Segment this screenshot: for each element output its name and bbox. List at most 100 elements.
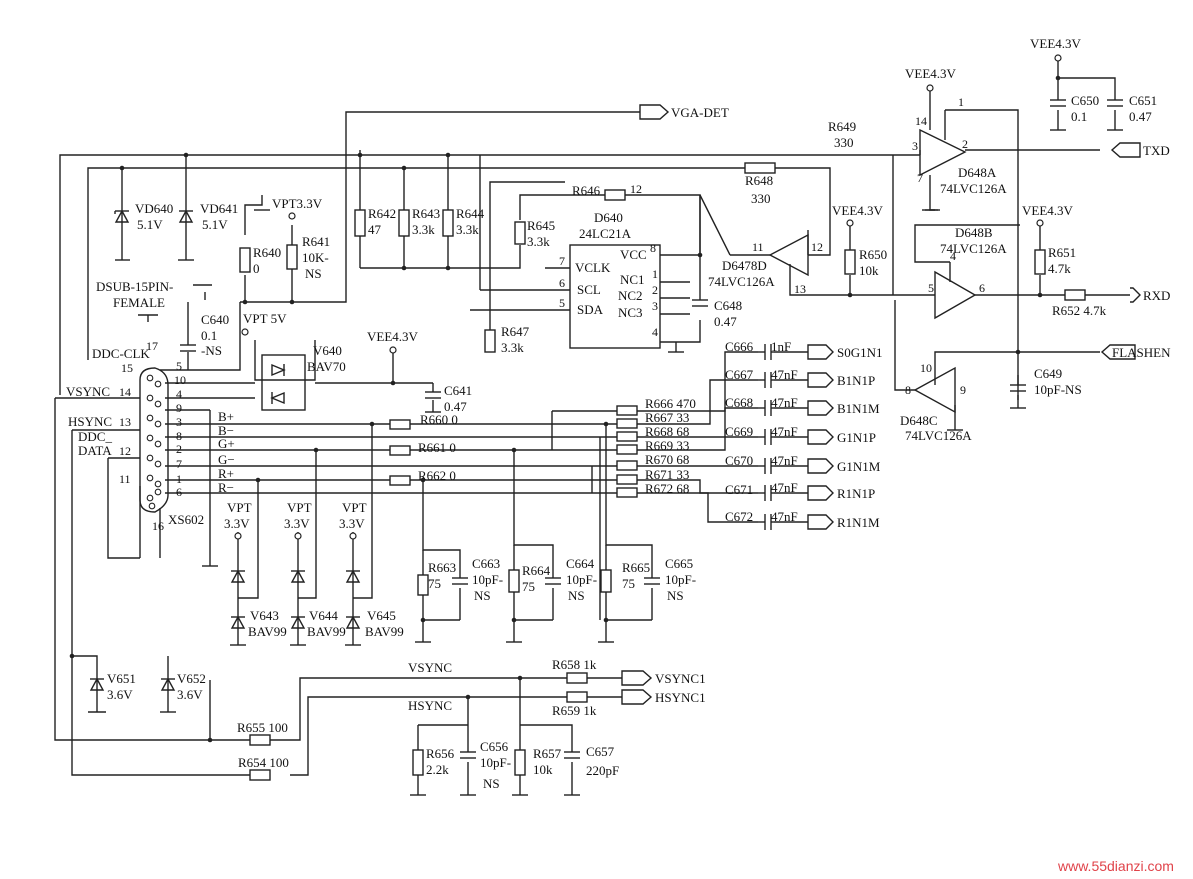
c668-ref: C668 <box>725 395 753 410</box>
r648-ref: R648 <box>745 173 773 188</box>
rail-vpt5: VPT 5V <box>243 311 287 326</box>
conn-pin-14: 14 <box>119 385 131 399</box>
conn-type-2: FEMALE <box>113 295 165 310</box>
conn-pin-12: 12 <box>119 444 131 458</box>
v651-val: 3.6V <box>107 687 133 702</box>
r641-val1: 10K- <box>302 250 329 265</box>
ground-symbols <box>230 129 1123 796</box>
d648c-pin8: 8 <box>905 383 911 397</box>
v645-ref: V645 <box>367 608 396 623</box>
buffer-gates <box>768 110 977 414</box>
d648d-ref: D6478D <box>722 258 767 273</box>
r663-val: 75 <box>428 576 441 591</box>
c670-ref: C670 <box>725 453 753 468</box>
r643-ref: R643 <box>412 206 440 221</box>
d648a-pin1: 1 <box>958 95 964 109</box>
r662-ref: R662 0 <box>418 468 456 483</box>
r654-ref: R654 100 <box>238 755 289 770</box>
rail-vee-a: VEE4.3V <box>905 66 957 81</box>
rail-vee-d: VEE4.3V <box>1022 203 1074 218</box>
port-g1n1m: G1N1M <box>837 459 881 474</box>
r641-ref: R641 <box>302 234 330 249</box>
conn-hsync: HSYNC <box>68 414 112 429</box>
sig-r-minus: R− <box>218 480 234 495</box>
r649-ref: R649 <box>828 119 856 134</box>
conn-pin-16: 16 <box>152 519 164 533</box>
d648c-pin9: 9 <box>960 383 966 397</box>
c640-val2: -NS <box>201 343 222 358</box>
r650-ref: R650 <box>859 247 887 262</box>
rail-vpt33: VPT3.3V <box>272 196 323 211</box>
c671-ref: C671 <box>725 482 753 497</box>
c641-ref: C641 <box>444 383 472 398</box>
conn-pin-9: 9 <box>176 401 182 415</box>
r665-ref: R665 <box>622 560 650 575</box>
d648a-pin7: 7 <box>917 171 923 185</box>
r665-val: 75 <box>622 576 635 591</box>
d648a-part: 74LVC126A <box>940 181 1007 196</box>
eeprom-vcc: VCC <box>620 247 647 262</box>
r669-ref: R669 33 <box>645 438 689 453</box>
r640-val: 0 <box>253 261 260 276</box>
conn-pin-15: 15 <box>121 361 133 375</box>
vd641-val: 5.1V <box>202 217 228 232</box>
conn-pin-7: 7 <box>176 457 182 471</box>
d648a-ref: D648A <box>958 165 997 180</box>
port-txd: TXD <box>1143 143 1170 158</box>
r664-ref: R664 <box>522 563 551 578</box>
r640-ref: R640 <box>253 245 281 260</box>
eeprom-pin7: 7 <box>559 254 565 268</box>
d648a-pin2: 2 <box>962 137 968 151</box>
eeprom-scl: SCL <box>577 282 601 297</box>
r661-ref: R661 0 <box>418 440 456 455</box>
eeprom-pin1: 1 <box>652 267 658 281</box>
conn-type-1: DSUB-15PIN- <box>96 279 173 294</box>
conn-pin-5: 5 <box>176 359 182 373</box>
conn-pin-11: 11 <box>119 472 131 486</box>
c649-val: 10pF-NS <box>1034 382 1082 397</box>
r647-val: 3.3k <box>501 340 524 355</box>
r642-ref: R642 <box>368 206 396 221</box>
d648d-pin11: 11 <box>752 240 764 254</box>
r645-ref: R645 <box>527 218 555 233</box>
r660-ref: R660 0 <box>420 412 458 427</box>
sig-r-plus: R+ <box>218 466 234 481</box>
rail-vee-c: VEE4.3V <box>832 203 884 218</box>
net-vsync: VSYNC <box>408 660 452 675</box>
c670-val: 47nF <box>771 453 798 468</box>
conn-pin-2: 2 <box>176 442 182 456</box>
r649-val: 330 <box>834 135 854 150</box>
power-terminals <box>234 54 1062 540</box>
c669-val: 47nF <box>771 424 798 439</box>
r641-val2: NS <box>305 266 322 281</box>
c649-ref: C649 <box>1034 366 1062 381</box>
labels: VGA-DET TXD RXD FLASHEN S0G1N1 B1N1P B1N… <box>66 36 1174 874</box>
eeprom-vclk: VCLK <box>575 260 611 275</box>
r644-val: 3.3k <box>456 222 479 237</box>
r666-ref: R666 470 <box>645 396 696 411</box>
v651-ref: V651 <box>107 671 136 686</box>
r664-val: 75 <box>522 579 535 594</box>
resistor-bodies <box>239 162 1086 781</box>
eeprom-d640-box <box>569 244 661 349</box>
eeprom-nc-lines <box>660 281 690 315</box>
eeprom-pin5: 5 <box>559 296 565 310</box>
c672-val: 47nF <box>771 509 798 524</box>
r659-ref: R659 1k <box>552 703 597 718</box>
r672-ref: R672 68 <box>645 481 689 496</box>
conn-pin-1: 1 <box>176 472 182 486</box>
c671-val: 47nF <box>771 480 798 495</box>
v643-part: BAV99 <box>248 624 287 639</box>
rail-vee-b: VEE4.3V <box>1030 36 1082 51</box>
r658-ref: R658 1k <box>552 657 597 672</box>
d648d-pin13: 13 <box>794 282 806 296</box>
c665-ref: C665 <box>665 556 693 571</box>
wires <box>54 60 1130 795</box>
c664-val: 10pF- <box>566 572 597 587</box>
c650-val: 0.1 <box>1071 109 1087 124</box>
eeprom-pin8: 8 <box>650 241 656 255</box>
rail-vpt-3: VPT <box>342 500 367 515</box>
c663-val: 10pF- <box>472 572 503 587</box>
c665-ns: NS <box>667 588 684 603</box>
r644-ref: R644 <box>456 206 485 221</box>
